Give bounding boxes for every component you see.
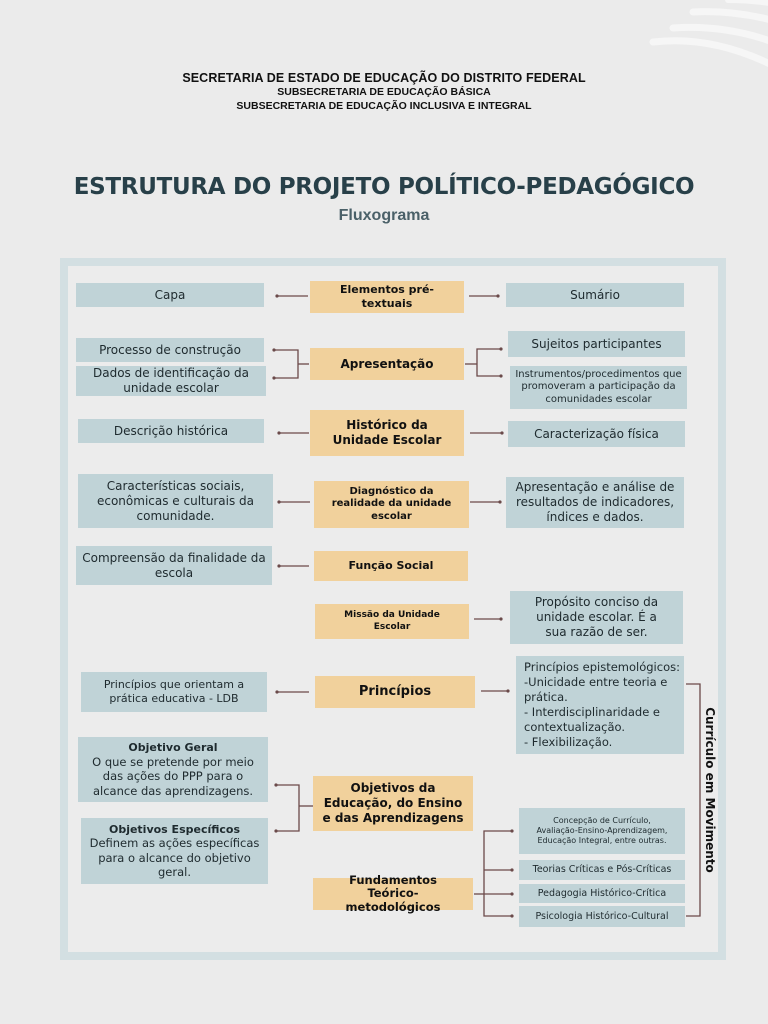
node-dados-identificacao-label: Dados de identificação da unidade escola… xyxy=(93,366,249,395)
node-objetivos-educacao: Objetivos da Educação, do Ensino e das A… xyxy=(313,776,473,831)
node-apresentacao-label: Apresentação xyxy=(340,356,434,371)
node-funcao-social: Função Social xyxy=(314,551,468,581)
node-sujeitos-participantes: Sujeitos participantes xyxy=(508,331,685,357)
node-sujeitos-participantes-label: Sujeitos participantes xyxy=(531,336,662,351)
node-objetivo-geral-content: Objetivo Geral O que se pretende por mei… xyxy=(83,741,263,798)
header-subsecretaria-basica: SUBSECRETARIA DE EDUCAÇÃO BÁSICA xyxy=(277,86,491,98)
node-principios-epistemologicos-label: Princípios epistemológicos: -Unicidade e… xyxy=(524,660,680,749)
node-processo-construcao-label: Processo de construção xyxy=(99,342,241,357)
node-objetivos-especificos-title: Objetivos Específicos xyxy=(108,822,241,836)
node-objetivo-geral: Objetivo Geral O que se pretende por mei… xyxy=(78,737,268,802)
node-principios: Princípios xyxy=(315,676,475,708)
node-elementos-pretextuais: Elementos pré-textuais xyxy=(310,281,464,313)
node-descricao-historica: Descrição histórica xyxy=(78,419,264,443)
node-teorias-criticas: Teorias Críticas e Pós-Críticas xyxy=(519,860,685,880)
node-objetivo-geral-title: Objetivo Geral xyxy=(128,741,218,755)
node-principios-label: Princípios xyxy=(358,683,432,699)
node-objetivos-educacao-label: Objetivos da Educação, do Ensino e das A… xyxy=(322,781,464,825)
node-analise-resultados: Apresentação e análise de resultados de … xyxy=(506,477,684,528)
node-proposito-conciso: Propósito conciso da unidade escolar. É … xyxy=(510,591,683,644)
node-caracteristicas-sociais-label: Características sociais, econômicas e cu… xyxy=(96,478,254,523)
header-subsecretaria-inclusiva: SUBSECRETARIA DE EDUCAÇÃO INCLUSIVA E IN… xyxy=(236,100,532,112)
node-diagnostico: Diagnóstico da realidade da unidade esco… xyxy=(314,481,469,528)
node-elementos-pretextuais-label: Elementos pré-textuais xyxy=(339,283,434,310)
node-caracterizacao-fisica-label: Caracterização física xyxy=(534,426,659,441)
curriculo-em-movimento-label: Currículo em Movimento xyxy=(700,700,720,880)
node-concepcao-curriculo-label: Concepção de Currículo, Avaliação-Ensino… xyxy=(536,816,668,845)
node-compreensao-finalidade: Compreensão da finalidade da escola xyxy=(76,546,272,585)
node-objetivos-especificos-text: Definem as ações específicas para o alca… xyxy=(89,836,260,880)
node-pedagogia-historico-critica-label: Pedagogia Histórico-Crítica xyxy=(537,887,667,899)
node-instrumentos: Instrumentos/procedimentos que promovera… xyxy=(510,366,687,409)
node-psicologia-historico-cultural: Psicologia Histórico-Cultural xyxy=(519,906,685,927)
header-secretaria: SECRETARIA DE ESTADO DE EDUCAÇÃO DO DIST… xyxy=(182,71,586,85)
node-sumario-label: Sumário xyxy=(570,287,620,302)
node-compreensao-finalidade-label: Compreensão da finalidade da escola xyxy=(82,550,266,580)
node-caracteristicas-sociais: Características sociais, econômicas e cu… xyxy=(78,474,273,528)
node-historico-label: Histórico da Unidade Escolar xyxy=(332,418,442,447)
curriculo-em-movimento-text: Currículo em Movimento xyxy=(703,707,717,873)
node-caracterizacao-fisica: Caracterização física xyxy=(508,421,685,447)
node-pedagogia-historico-critica: Pedagogia Histórico-Crítica xyxy=(519,884,685,903)
node-objetivo-geral-text: O que se pretende por meio das ações do … xyxy=(92,754,254,798)
node-objetivos-especificos-content: Objetivos Específicos Definem as ações e… xyxy=(87,823,262,880)
node-analise-resultados-label: Apresentação e análise de resultados de … xyxy=(515,480,675,524)
node-proposito-conciso-label: Propósito conciso da unidade escolar. É … xyxy=(534,595,659,639)
node-principios-ldb: Princípios que orientam a prática educat… xyxy=(81,672,267,712)
node-fundamentos: Fundamentos Teórico-metodológicos xyxy=(313,874,473,913)
page-title: ESTRUTURA DO PROJETO POLÍTICO-PEDAGÓGICO xyxy=(73,174,695,200)
node-principios-ldb-label: Princípios que orientam a prática educat… xyxy=(103,678,245,705)
node-concepcao-curriculo: Concepção de Currículo, Avaliação-Ensino… xyxy=(519,808,685,854)
node-capa-label: Capa xyxy=(154,287,186,302)
node-missao: Missão da Unidade Escolar xyxy=(315,604,469,639)
node-objetivos-especificos: Objetivos Específicos Definem as ações e… xyxy=(81,818,268,884)
node-teorias-criticas-label: Teorias Críticas e Pós-Críticas xyxy=(532,864,672,876)
node-sumario: Sumário xyxy=(506,283,684,307)
node-instrumentos-label: Instrumentos/procedimentos que promovera… xyxy=(515,368,682,405)
node-missao-label: Missão da Unidade Escolar xyxy=(344,610,440,632)
node-psicologia-historico-cultural-label: Psicologia Histórico-Cultural xyxy=(535,910,669,922)
page-subtitle: Fluxograma xyxy=(338,207,430,224)
node-diagnostico-label: Diagnóstico da realidade da unidade esco… xyxy=(331,485,452,522)
node-historico: Histórico da Unidade Escolar xyxy=(310,410,464,456)
node-fundamentos-label: Fundamentos Teórico-metodológicos xyxy=(345,873,441,914)
node-descricao-historica-label: Descrição histórica xyxy=(113,423,229,438)
node-funcao-social-label: Função Social xyxy=(348,559,434,573)
node-apresentacao: Apresentação xyxy=(310,348,464,380)
node-processo-construcao: Processo de construção xyxy=(76,338,264,362)
node-principios-epistemologicos: Princípios epistemológicos: -Unicidade e… xyxy=(516,656,684,754)
node-dados-identificacao: Dados de identificação da unidade escola… xyxy=(76,366,266,396)
node-capa: Capa xyxy=(76,283,264,307)
decorative-swoosh-icon xyxy=(649,0,768,68)
